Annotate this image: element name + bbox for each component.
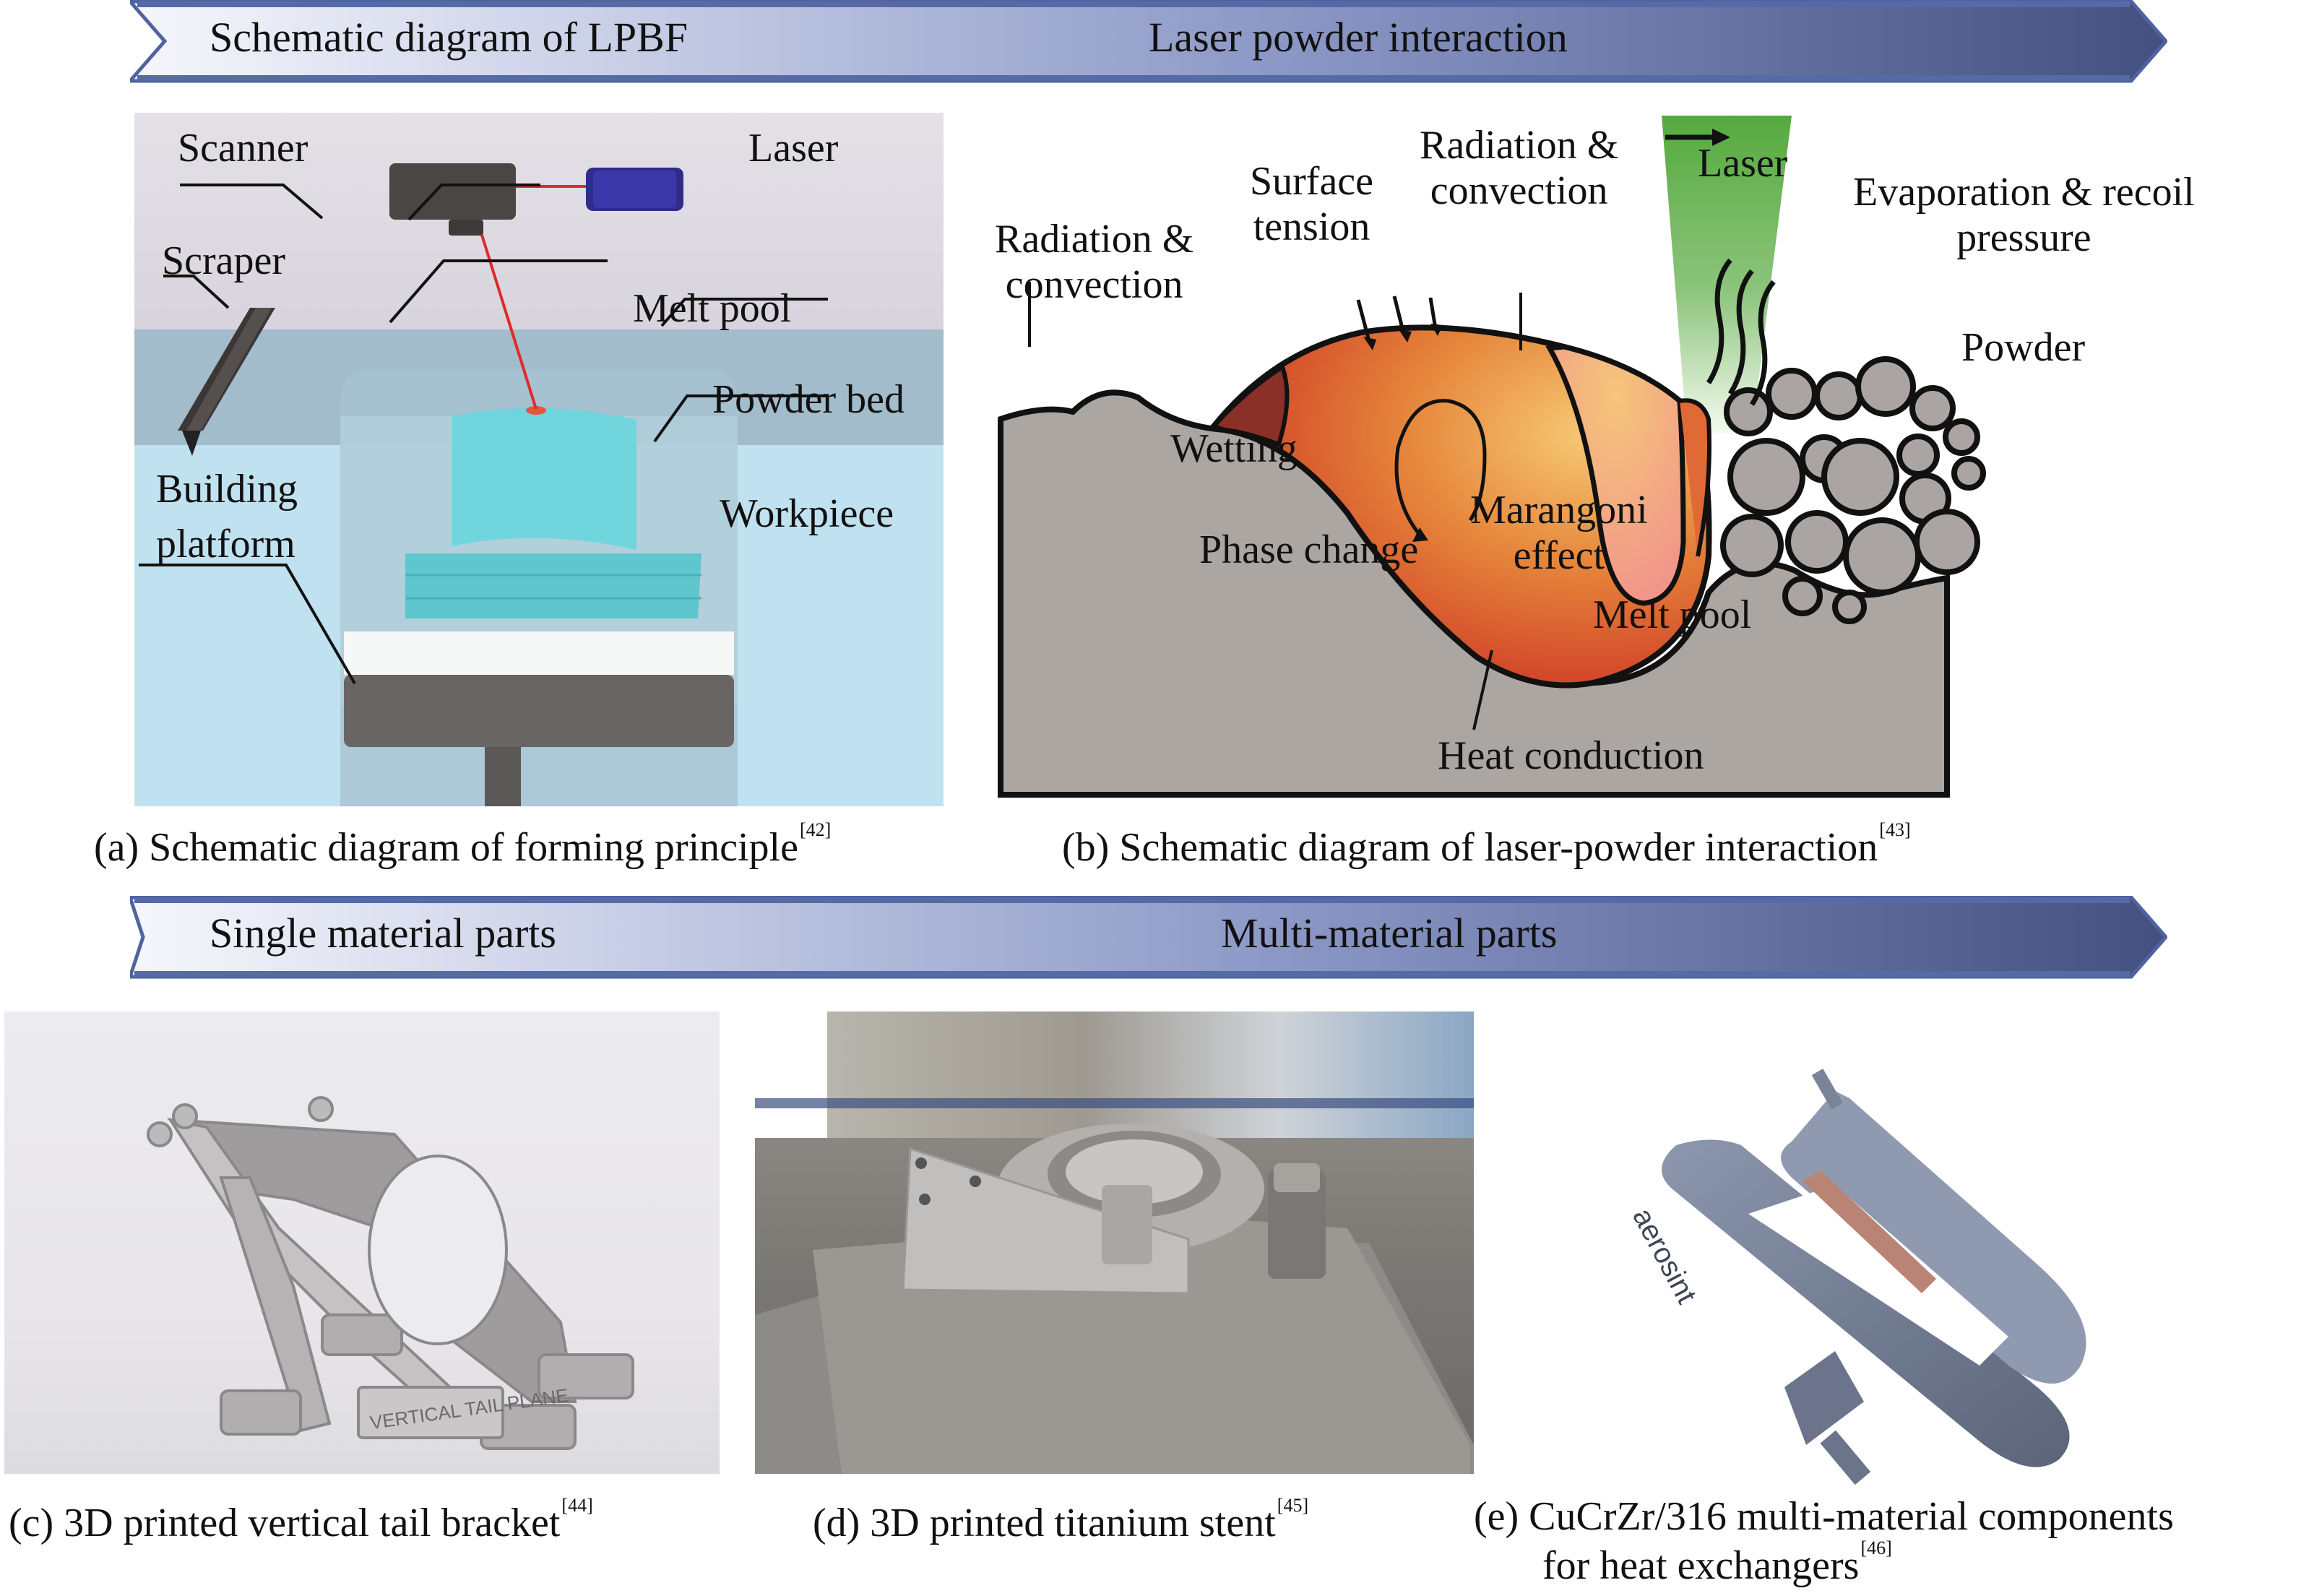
label-scraper: Scraper	[162, 238, 286, 283]
label-phase-change: Phase change	[1199, 527, 1419, 572]
banner-lpbf: Schematic diagram of LPBF Laser powder i…	[130, 0, 2167, 83]
heat-exchanger-illustration	[1662, 1069, 2086, 1485]
caption-c-ref: [44]	[561, 1495, 593, 1516]
caption-e: (e) CuCrZr/316 multi-material components…	[1474, 1496, 2174, 1587]
caption-c: (c) 3D printed vertical tail bracket[44]	[9, 1496, 593, 1545]
caption-b: (b) Schematic diagram of laser-powder in…	[1062, 820, 1911, 869]
caption-d: (d) 3D printed titanium stent[45]	[813, 1496, 1308, 1545]
label-wetting: Wetting	[1170, 426, 1298, 471]
label-surface-tension: Surface tension	[1250, 159, 1374, 249]
caption-a: (a) Schematic diagram of forming princip…	[94, 820, 831, 869]
leader-lines	[139, 184, 828, 685]
melt-pool-spot	[526, 406, 546, 415]
panel-b-laser-powder-interaction: Radiation & convection Surface tension R…	[986, 108, 2287, 813]
lpbf-machine-illustration	[134, 113, 944, 806]
banner-arrow-shape	[130, 0, 2167, 83]
caption-b-ref: [43]	[1879, 819, 1911, 840]
label-heat-conduction: Heat conduction	[1438, 733, 1704, 778]
keyhole	[1545, 344, 1686, 606]
caption-a-text: (a) Schematic diagram of forming princip…	[94, 825, 798, 870]
banner-parts: Single material parts Multi-material par…	[130, 896, 2167, 979]
powder-particles	[1720, 356, 1986, 624]
label-workpiece: Workpiece	[720, 491, 894, 536]
leader-lines	[1028, 282, 1522, 730]
caption-b-text: (b) Schematic diagram of laser-powder in…	[1062, 825, 1878, 870]
label-platform: platform	[156, 522, 295, 566]
caption-d-ref: [45]	[1277, 1495, 1309, 1516]
banner-arrow-shape	[130, 896, 2167, 979]
caption-d-text: (d) 3D printed titanium stent	[813, 1501, 1276, 1545]
platform-piston	[485, 747, 521, 806]
banner-left-label: Schematic diagram of LPBF	[210, 14, 688, 61]
caption-e-ref: [46]	[1860, 1537, 1892, 1558]
label-powder-bed: Powder bed	[712, 377, 905, 422]
workpiece-base	[405, 553, 701, 618]
platform-white-layer	[344, 631, 734, 675]
laser-beam	[1662, 116, 1792, 433]
caption-a-ref: [42]	[799, 819, 832, 840]
caption-e-line1: (e) CuCrZr/316 multi-material components	[1474, 1494, 2174, 1539]
photo-titanium-stent	[755, 1011, 1474, 1474]
photo-heat-exchanger: aerosint	[1532, 1026, 2290, 1488]
laser-beam-down	[472, 209, 538, 410]
wetting-zone	[1209, 363, 1290, 447]
banner-right-label: Laser powder interaction	[1149, 14, 1568, 61]
arrow-head-icon	[1712, 129, 1730, 146]
label-powder: Powder	[1961, 325, 2086, 370]
label-scanner: Scanner	[178, 126, 308, 171]
banner-left-label: Single material parts	[210, 910, 556, 957]
photo-vertical-tail-bracket: VERTICAL TAIL PLANE	[4, 1011, 720, 1474]
evaporation-icon	[1706, 258, 1776, 406]
label-melt-pool: Melt pool	[633, 286, 792, 331]
caption-c-text: (c) 3D printed vertical tail bracket	[9, 1501, 561, 1545]
marangoni-flow-icon	[1394, 399, 1487, 536]
panel-a-lpbf-schematic: Scanner Laser Scraper Melt pool Powder b…	[134, 113, 944, 806]
building-platform	[344, 675, 734, 747]
label-melt-pool: Melt pool	[1593, 592, 1752, 637]
label-laser: Laser	[748, 126, 839, 171]
caption-e-line2: for heat exchangers	[1542, 1543, 1860, 1588]
label-building: Building	[156, 467, 298, 512]
surface-tension-arrows	[1356, 296, 1438, 342]
stent-illustration	[755, 1098, 1474, 1474]
label-evaporation: Evaporation & recoil pressure	[1853, 170, 2195, 260]
label-laser: Laser	[1698, 141, 1788, 186]
scraper-device	[178, 308, 275, 456]
workpiece-top	[452, 407, 636, 550]
label-marangoni: Marangoni effect	[1470, 488, 1648, 578]
bracket-illustration	[147, 1096, 634, 1450]
laser-powder-illustration	[998, 116, 1986, 798]
banner-right-label: Multi-material parts	[1221, 910, 1558, 957]
scanner-device	[389, 163, 516, 220]
label-radiation-left: Radiation & convection	[995, 217, 1194, 307]
label-radiation-top: Radiation & convection	[1420, 123, 1619, 213]
